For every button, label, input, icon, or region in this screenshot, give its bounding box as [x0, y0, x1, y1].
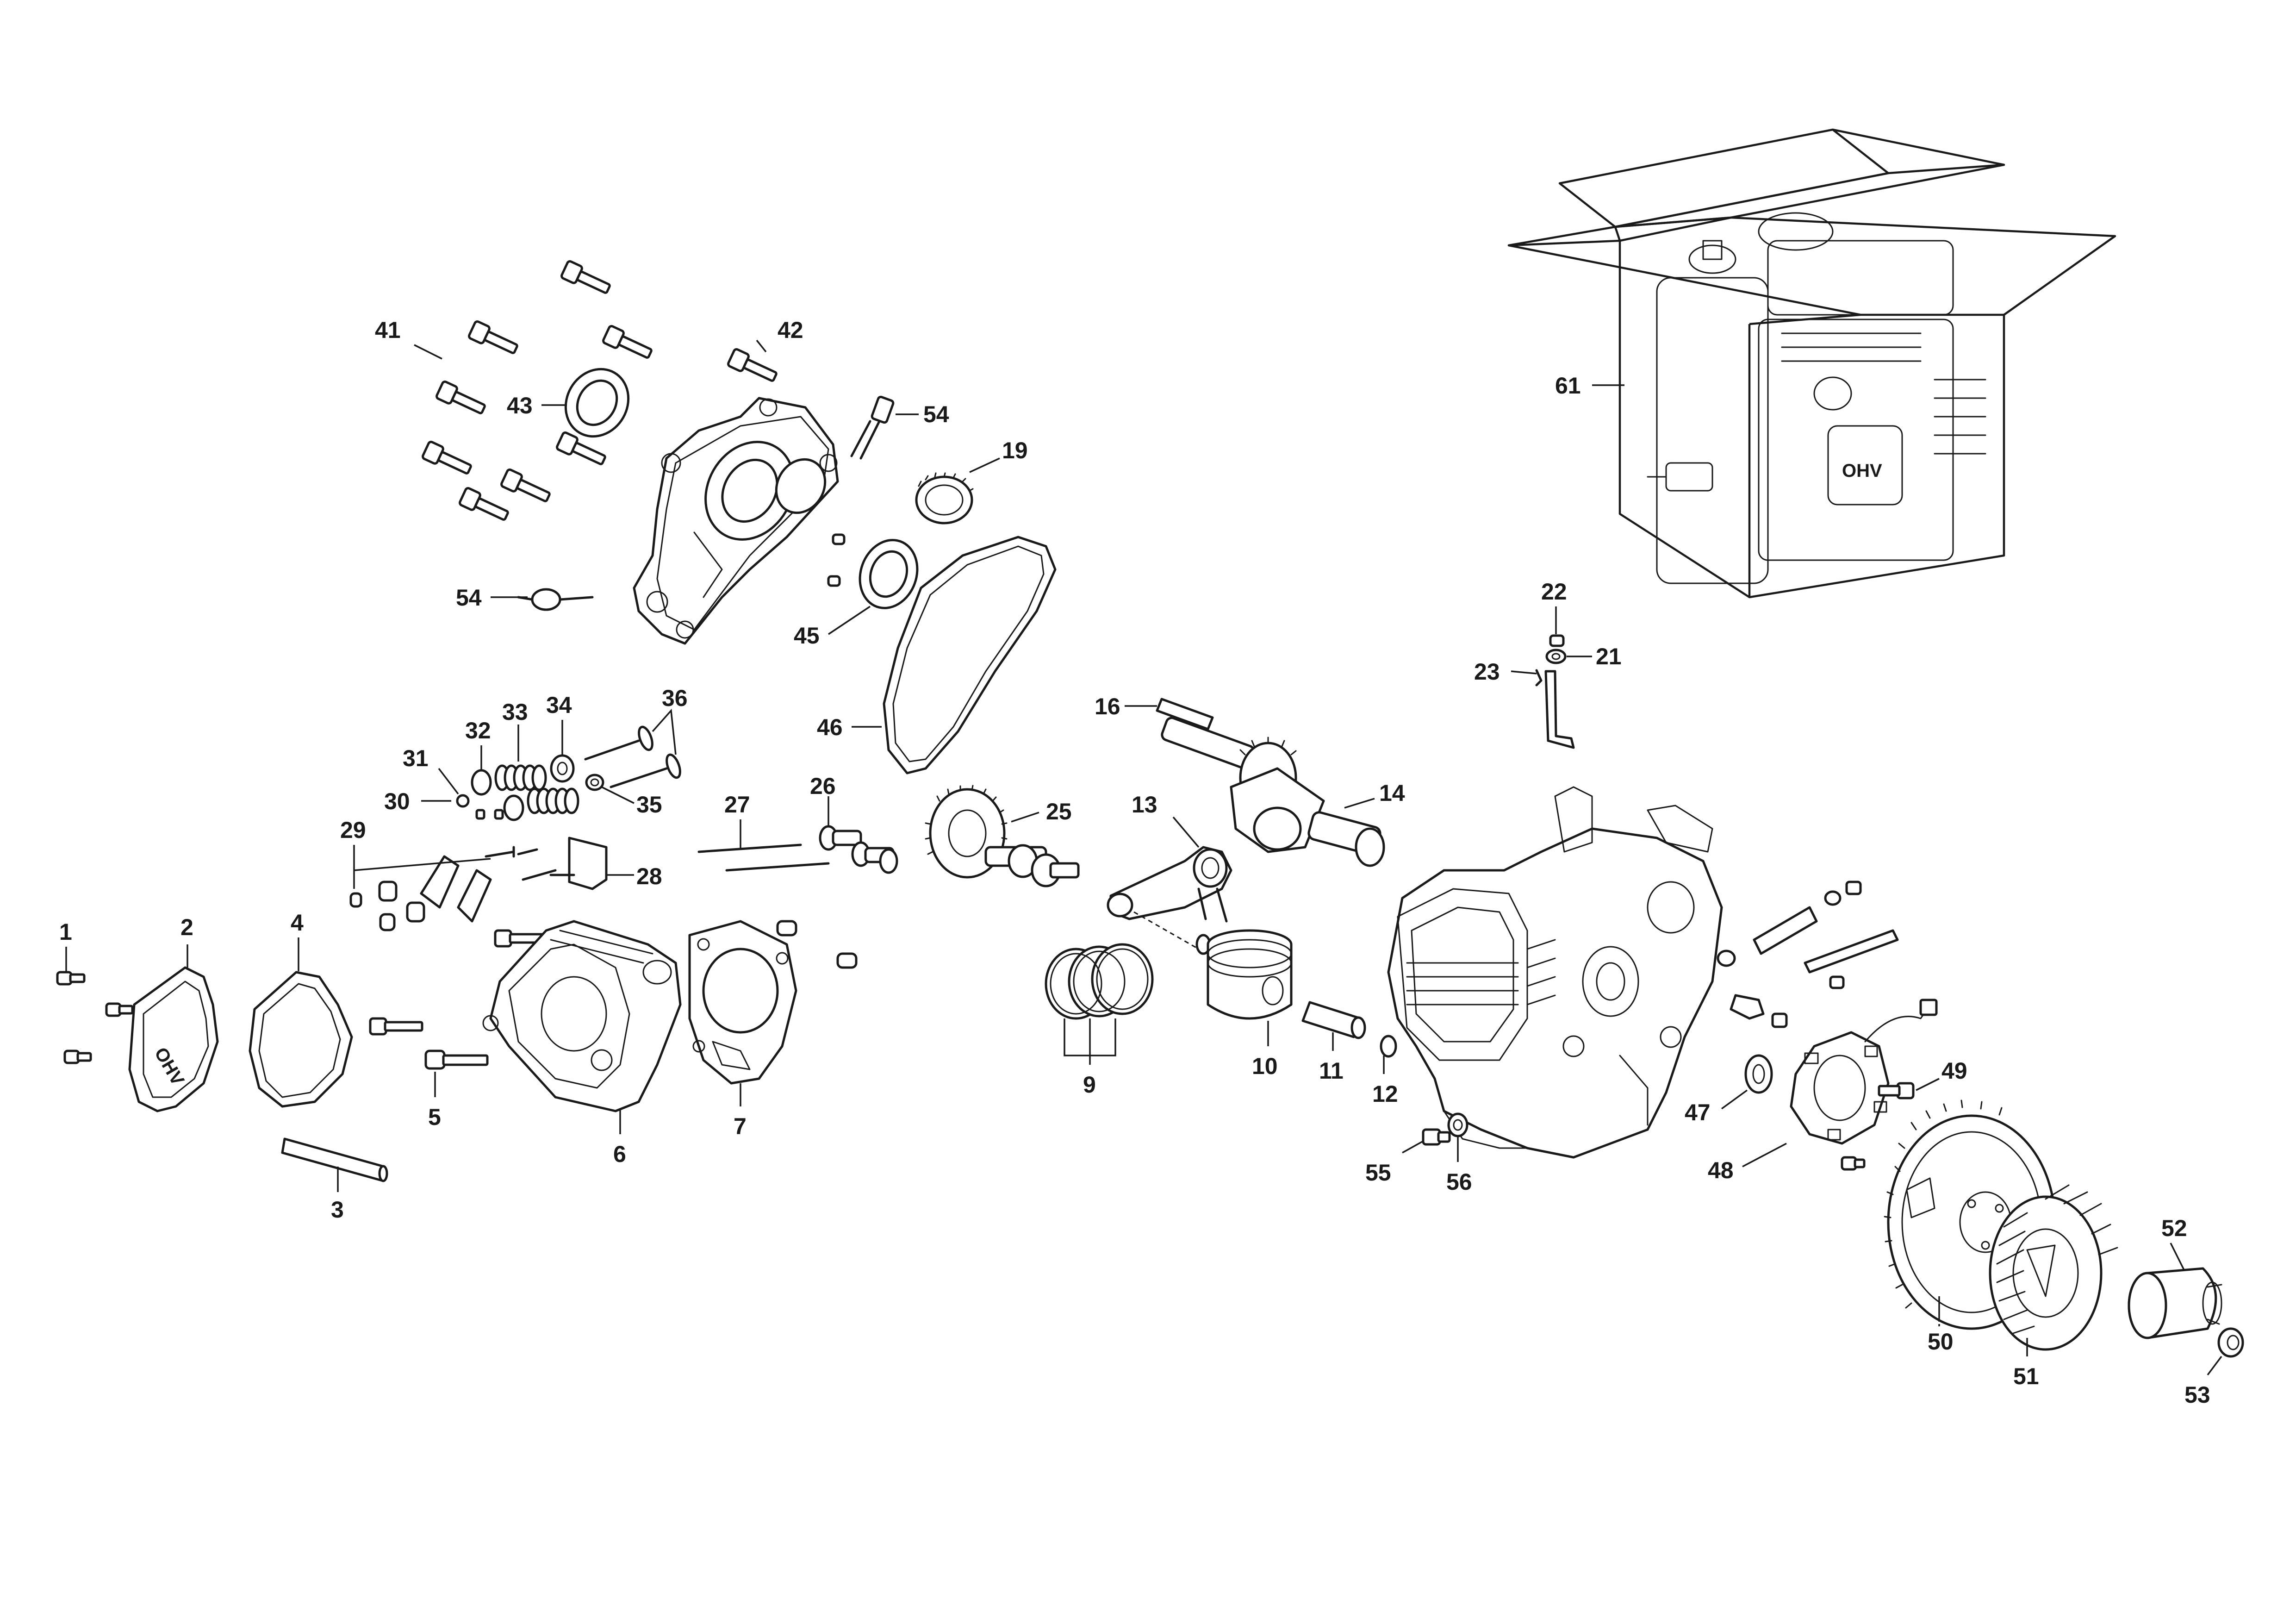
crank-key-16 — [1156, 698, 1214, 731]
piston-10 — [1207, 929, 1293, 1020]
wrist-pin-11 — [1301, 1001, 1366, 1039]
valve-collets-30-31 — [456, 794, 504, 820]
callout-22: 22 — [1541, 579, 1567, 605]
callout-41: 41 — [375, 317, 401, 343]
callout-48: 48 — [1708, 1157, 1734, 1183]
rocker-arms-29 — [349, 846, 538, 931]
callout-47: 47 — [1685, 1099, 1711, 1125]
oil-seal-47 — [1744, 1054, 1773, 1094]
callout-45: 45 — [794, 623, 820, 649]
dowel-pins — [776, 920, 858, 969]
engine-sketch: OHV — [1647, 212, 1986, 584]
valves-36 — [584, 725, 681, 788]
cylinder-head-6 — [482, 920, 682, 1112]
callout-42: 42 — [778, 317, 803, 343]
callout-49: 49 — [1941, 1058, 1967, 1084]
callout-5: 5 — [428, 1104, 441, 1130]
callout-23: 23 — [1474, 659, 1500, 685]
camshaft-25 — [925, 785, 1080, 887]
callout-7: 7 — [734, 1113, 747, 1139]
callout-54-left: 54 — [456, 585, 482, 611]
governor-shaft-parts-21-23 — [1535, 634, 1575, 749]
valve-cover-gasket-4 — [249, 971, 353, 1108]
valve-cover-2: OHV — [128, 966, 219, 1112]
circlip-12 — [1380, 1035, 1397, 1058]
bolt-49 — [1878, 1082, 1915, 1099]
callout-56: 56 — [1446, 1169, 1472, 1195]
spring-retainer-32 — [471, 769, 524, 821]
callout-19: 19 — [1002, 437, 1028, 463]
callout-2: 2 — [180, 914, 193, 940]
governor-arm-hardware — [1717, 881, 1899, 1028]
tappets-26 — [819, 825, 898, 874]
callout-32: 32 — [465, 718, 491, 743]
head-gasket-7 — [688, 920, 797, 1085]
callout-55: 55 — [1365, 1160, 1391, 1186]
callout-16: 16 — [1095, 693, 1120, 719]
callout-27: 27 — [724, 792, 750, 818]
engine-shroud-ohv-text: OHV — [1842, 461, 1882, 481]
valve-stem-seal-35 — [585, 774, 604, 791]
callout-21: 21 — [1596, 643, 1622, 669]
drain-plug-55 — [1422, 1128, 1451, 1146]
ignition-coil-48 — [1790, 999, 1938, 1171]
crankcase-block — [1387, 786, 1723, 1159]
bolt-5 — [424, 1049, 489, 1070]
breather-tube-3 — [281, 1137, 388, 1182]
callout-61: 61 — [1555, 373, 1581, 399]
callout-30: 30 — [384, 788, 410, 814]
bearing-45 — [827, 533, 919, 609]
starter-cup-52 — [2128, 1267, 2222, 1339]
connecting-rod-13 — [1107, 846, 1232, 923]
flywheel-nut-53 — [2217, 1327, 2244, 1358]
cooling-fan-51 — [1989, 1184, 2118, 1351]
push-rod-guide-plate-28 — [522, 837, 608, 890]
governor-gear-19 — [915, 472, 974, 525]
callout-50: 50 — [1928, 1329, 1954, 1355]
spring-retainer-34 — [550, 754, 575, 783]
callout-36: 36 — [662, 685, 688, 711]
bolt-1 — [56, 971, 86, 986]
oil-seal-43 — [564, 368, 630, 438]
callout-4: 4 — [291, 910, 304, 936]
oil-level-sensor-54-top — [850, 395, 895, 460]
callout-9: 9 — [1083, 1072, 1096, 1098]
callout-13: 13 — [1132, 792, 1157, 818]
callout-6: 6 — [613, 1141, 626, 1167]
callout-28: 28 — [636, 863, 662, 889]
callout-12: 12 — [1372, 1081, 1398, 1107]
callout-43: 43 — [507, 393, 533, 418]
callout-54-top: 54 — [923, 401, 949, 427]
piston-rings-9 — [1045, 943, 1154, 1020]
oil-level-sensor-54-left — [517, 588, 594, 611]
callout-53: 53 — [2184, 1382, 2210, 1408]
callout-31: 31 — [403, 745, 429, 771]
valve-springs-33 — [494, 764, 579, 814]
callout-3: 3 — [331, 1197, 344, 1223]
push-rods-27 — [697, 843, 830, 872]
callout-10: 10 — [1252, 1053, 1278, 1079]
callout-14: 14 — [1379, 780, 1405, 806]
crankcase-cover — [633, 397, 839, 645]
callout-1: 1 — [59, 919, 72, 945]
crankcase-gasket-46 — [883, 536, 1057, 775]
callout-46: 46 — [817, 714, 843, 740]
callout-35: 35 — [636, 792, 662, 818]
callout-51: 51 — [2013, 1363, 2039, 1389]
callout-26: 26 — [810, 773, 836, 799]
crankcase-cover-bolts — [422, 260, 778, 521]
callout-52: 52 — [2161, 1215, 2187, 1241]
callout-29: 29 — [340, 817, 366, 843]
callout-11: 11 — [1319, 1058, 1344, 1084]
crankshaft-14 — [1161, 717, 1385, 867]
callout-33: 33 — [502, 699, 528, 725]
engine-assembly-box: OHV — [1507, 128, 2116, 599]
callout-25: 25 — [1046, 799, 1072, 824]
callout-34: 34 — [546, 692, 572, 718]
washer-56 — [1447, 1112, 1468, 1137]
